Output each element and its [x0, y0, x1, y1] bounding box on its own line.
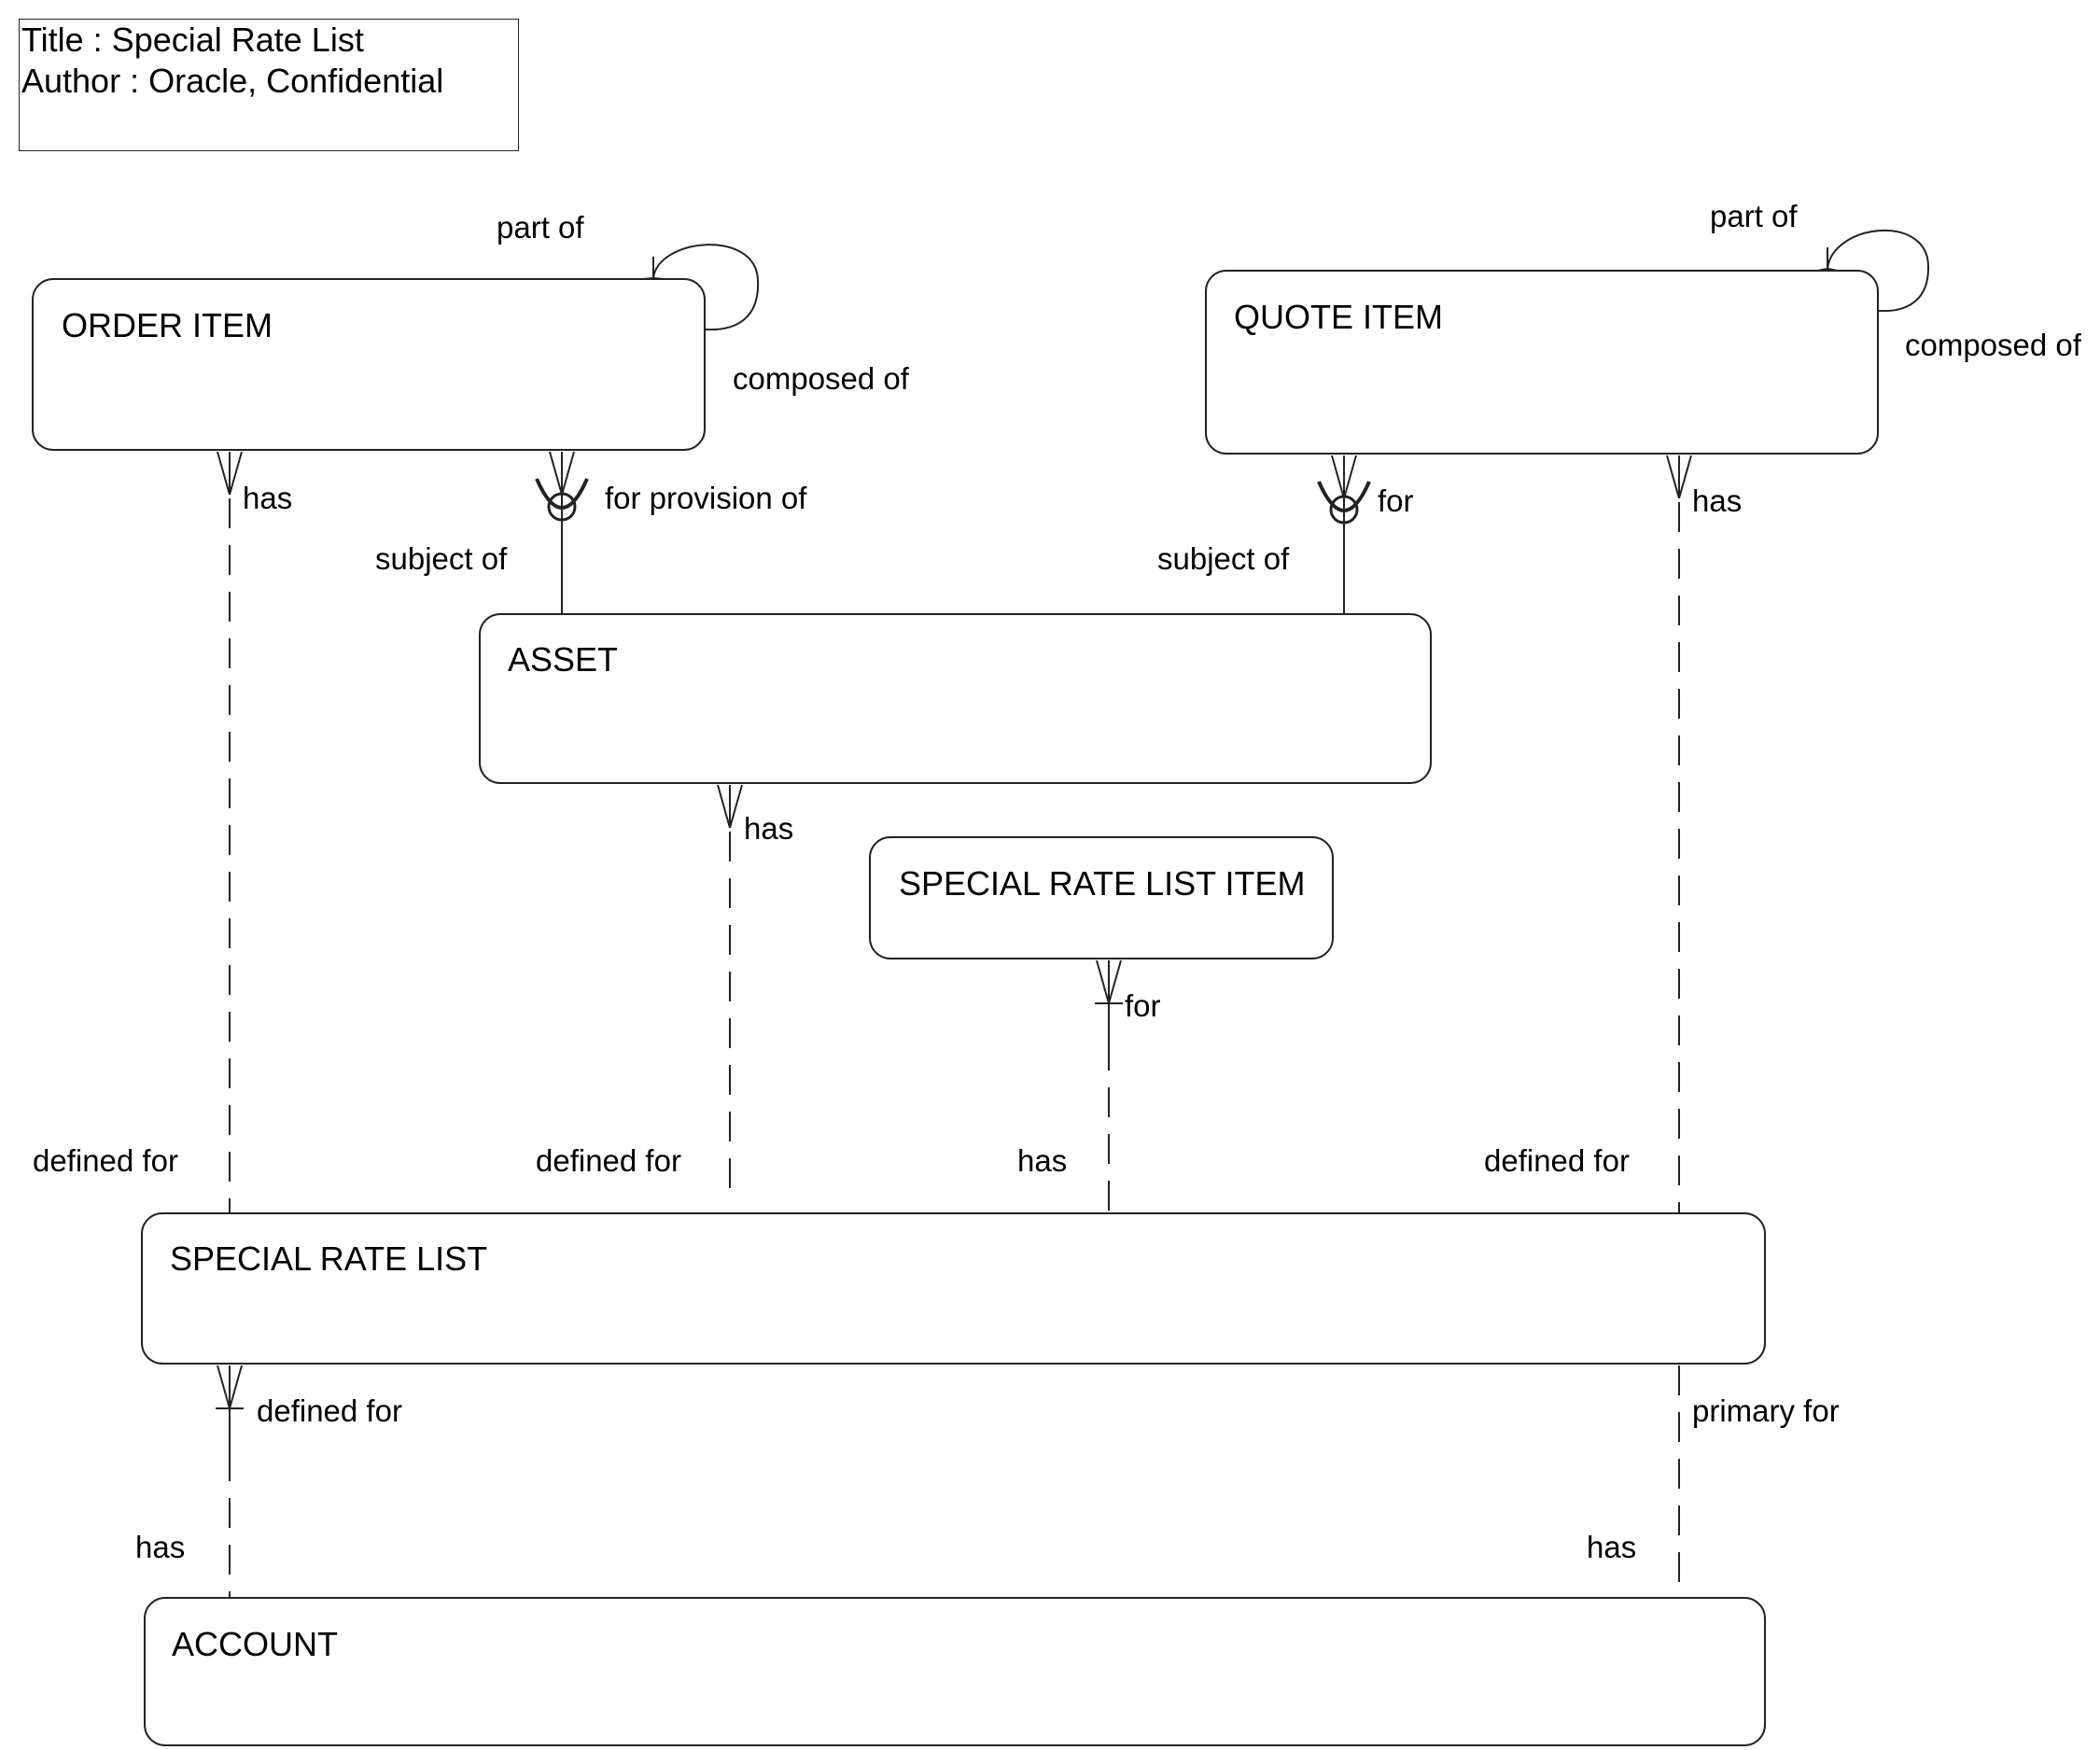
- account-entity[interactable]: [144, 1597, 1766, 1746]
- asset-has-label: has: [744, 811, 793, 846]
- quote-item-label: QUOTE ITEM: [1234, 298, 1443, 336]
- title-block: Title : Special Rate List Author : Oracl…: [19, 19, 519, 151]
- order-item-has-label: has: [243, 481, 292, 515]
- title-line: Title : Special Rate List: [21, 21, 364, 59]
- account-has-srl-label: has: [135, 1530, 185, 1564]
- account-has-primary-label: has: [1587, 1530, 1636, 1564]
- srl-defined-for-quote-label: defined for: [1484, 1143, 1630, 1178]
- srl-defined-for-account-label: defined for: [257, 1393, 402, 1428]
- srl-account-crowsfoot: [216, 1365, 244, 1409]
- srl-primary-for-label: primary for: [1692, 1393, 1840, 1428]
- order-item-crowsfoot: [217, 451, 243, 496]
- asset-label: ASSET: [508, 640, 618, 679]
- quote-item-part-of-label: part of: [1710, 199, 1798, 233]
- srl-defined-for-asset-label: defined for: [536, 1143, 681, 1178]
- order-item-asset-crowsfoot: [535, 451, 589, 522]
- special-rate-list-item-entity[interactable]: [869, 836, 1334, 959]
- order-item-recursive-relationship: [642, 244, 760, 331]
- quote-item-for-label: for: [1378, 483, 1414, 518]
- special-rate-list-item-label: SPECIAL RATE LIST ITEM: [899, 864, 1305, 903]
- author-line: Author : Oracle, Confidential: [21, 62, 444, 100]
- asset-subject-of-quote-label: subject of: [1157, 541, 1290, 576]
- asset-subject-of-order-label: subject of: [375, 541, 508, 576]
- order-item-composed-of-label: composed of: [733, 361, 910, 396]
- quote-item-entity[interactable]: [1205, 270, 1879, 455]
- quote-item-asset-crowsfoot: [1317, 455, 1371, 525]
- srl-item-for-label: for: [1125, 988, 1161, 1023]
- srl-item-crowsfoot: [1095, 959, 1123, 1004]
- special-rate-list-label: SPECIAL RATE LIST: [170, 1239, 487, 1278]
- quote-item-has-label: has: [1692, 483, 1742, 518]
- asset-entity[interactable]: [479, 613, 1432, 784]
- quote-item-crowsfoot: [1666, 455, 1692, 499]
- for-provision-of-label: for provision of: [605, 481, 807, 515]
- quote-item-composed-of-label: composed of: [1905, 328, 2082, 362]
- order-item-part-of-label: part of: [497, 210, 584, 245]
- special-rate-list-entity[interactable]: [141, 1212, 1766, 1365]
- asset-crowsfoot: [717, 784, 743, 829]
- order-item-label: ORDER ITEM: [62, 306, 273, 344]
- account-label: ACCOUNT: [172, 1625, 338, 1663]
- quote-item-recursive-relationship: [1816, 229, 1930, 313]
- order-item-entity[interactable]: [32, 278, 706, 451]
- srl-has-item-label: has: [1017, 1143, 1067, 1178]
- srl-defined-for-order-label: defined for: [33, 1143, 178, 1178]
